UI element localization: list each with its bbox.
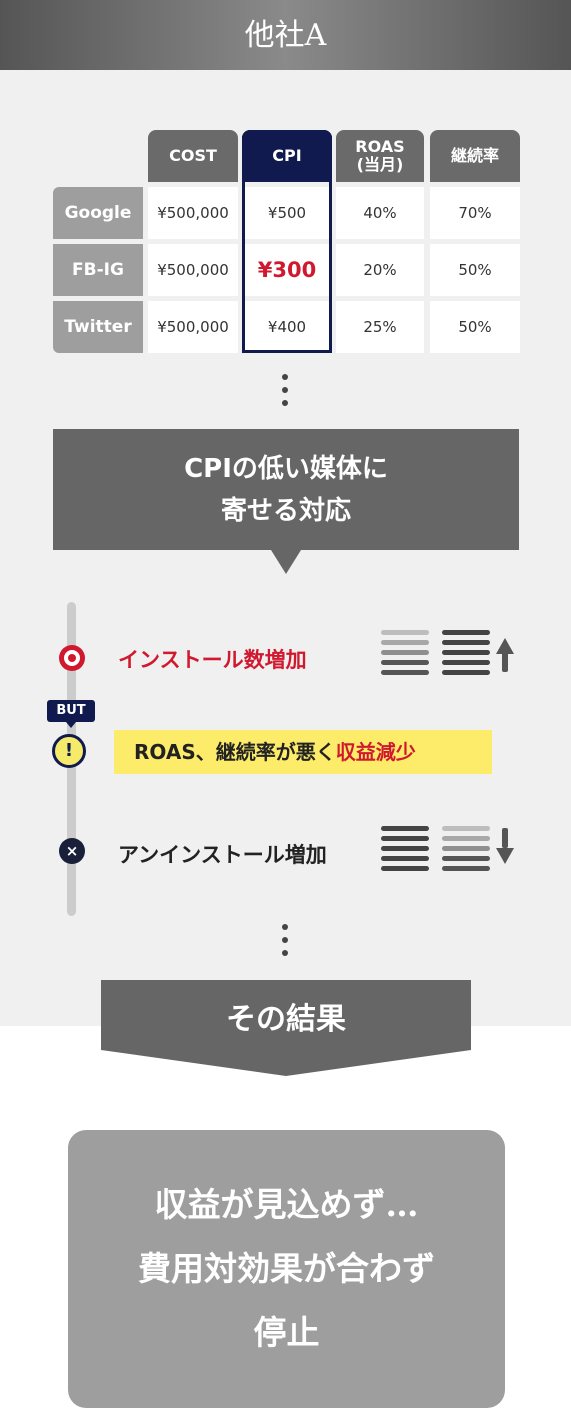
result-banner: その結果 bbox=[101, 980, 471, 1050]
conclusion-line1: 収益が見込めず… bbox=[154, 1185, 419, 1224]
cpi-column-highlight-frame bbox=[242, 130, 332, 353]
column-header-roas-line2: (当月) bbox=[356, 155, 404, 174]
bars-after-icon bbox=[442, 630, 490, 680]
column-header-roas: ROAS (当月) bbox=[336, 130, 424, 182]
install-increase-label: インストール数増加 bbox=[118, 648, 307, 672]
but-badge: BUT bbox=[47, 700, 95, 722]
vertical-ellipsis-icon-2 bbox=[282, 924, 288, 963]
table-cell-highlight: ¥300 bbox=[245, 244, 329, 296]
bars-before-icon bbox=[381, 630, 429, 680]
table-cell: ¥400 bbox=[245, 301, 329, 353]
target-icon bbox=[59, 645, 85, 671]
down-arrow-shaft bbox=[502, 828, 508, 848]
row-header-twitter: Twitter bbox=[53, 301, 143, 353]
result-banner-pointer bbox=[101, 1050, 471, 1076]
vertical-ellipsis-icon bbox=[282, 374, 288, 413]
row-header-google: Google bbox=[53, 187, 143, 239]
column-header-roas-line1: ROAS bbox=[355, 137, 405, 156]
revenue-decrease-text: 収益減少 bbox=[335, 740, 416, 764]
table-cell: ¥500,000 bbox=[148, 301, 238, 353]
conclusion-line3: 停止 bbox=[253, 1313, 320, 1352]
uninstall-increase-label: アンインストール増加 bbox=[118, 843, 327, 867]
row-header-fb-ig: FB-IG bbox=[53, 244, 143, 296]
column-header-cpi: CPI bbox=[242, 130, 332, 182]
page-header: 他社A bbox=[0, 0, 571, 70]
table-cell: ¥500,000 bbox=[148, 187, 238, 239]
strategy-callout: CPIの低い媒体に 寄せる対応 bbox=[53, 429, 519, 550]
table-cell: 25% bbox=[336, 301, 424, 353]
roas-decline-text: ROAS、継続率が悪く bbox=[134, 740, 336, 764]
bars-after-icon-2 bbox=[442, 826, 490, 876]
table-cell: 70% bbox=[430, 187, 520, 239]
callout-pointer bbox=[271, 550, 301, 574]
table-cell: 50% bbox=[430, 244, 520, 296]
up-arrow-icon bbox=[496, 638, 514, 654]
callout-line1: CPIの低い媒体に bbox=[184, 453, 388, 484]
roas-decline-banner: ROAS、継続率が悪く収益減少 bbox=[114, 730, 492, 774]
table-cell: 20% bbox=[336, 244, 424, 296]
bars-before-icon-2 bbox=[381, 826, 429, 876]
conclusion-box: 収益が見込めず… 費用対効果が合わず 停止 bbox=[68, 1130, 505, 1408]
up-arrow-shaft bbox=[502, 652, 508, 672]
callout-line2: 寄せる対応 bbox=[220, 495, 351, 526]
table-cell: ¥500,000 bbox=[148, 244, 238, 296]
table-cell: 40% bbox=[336, 187, 424, 239]
warning-icon: ! bbox=[52, 734, 86, 768]
conclusion-line2: 費用対効果が合わず bbox=[138, 1249, 435, 1288]
column-header-cost: COST bbox=[148, 130, 238, 182]
down-arrow-icon bbox=[496, 848, 514, 864]
column-header-retention: 継続率 bbox=[430, 130, 520, 182]
but-badge-pointer bbox=[66, 722, 76, 728]
table-cell: ¥500 bbox=[245, 187, 329, 239]
close-icon: × bbox=[59, 838, 85, 864]
table-cell: 50% bbox=[430, 301, 520, 353]
